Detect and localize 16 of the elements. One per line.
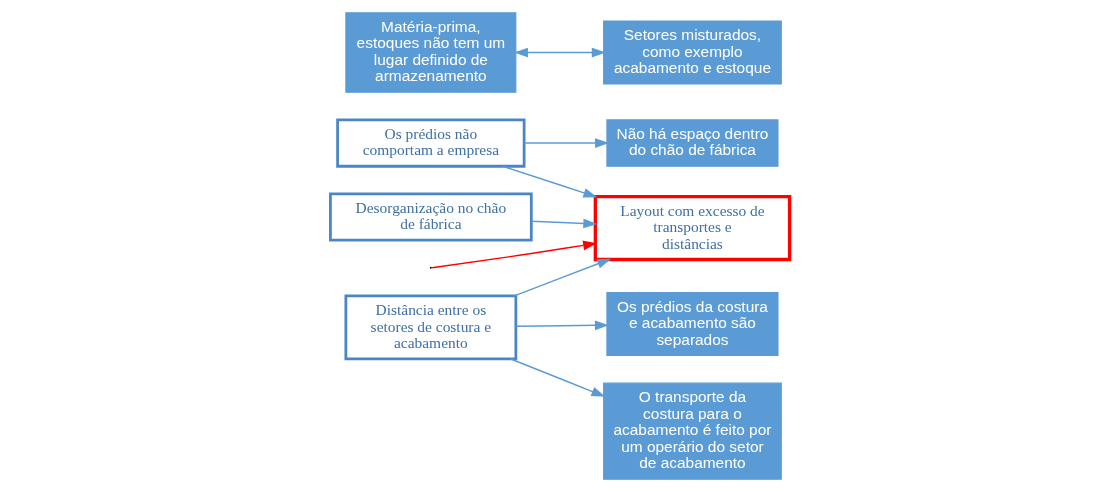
node-box: Distância entre os setores de costura e acabamento bbox=[344, 294, 518, 361]
node-box: Layout com excesso de transportes e distâncias bbox=[593, 194, 792, 262]
arrow bbox=[515, 320, 609, 331]
node-box: O transporte da costura para o acabamento é feito por um operário do setor de acabamento bbox=[603, 382, 782, 480]
node-box: Desorganização no chão de fábrica bbox=[329, 192, 533, 242]
arrow bbox=[523, 138, 609, 148]
arrow bbox=[514, 47, 606, 58]
node-box: Não há espaço dentro do chão de fábrica bbox=[606, 119, 779, 167]
arrow bbox=[510, 358, 606, 397]
node-box: Os prédios não comportam a empresa bbox=[336, 118, 526, 168]
node-box: Os prédios da costura e acabamento são separados bbox=[606, 292, 779, 357]
node-box: Setores misturados, como exemplo acabamento e estoque bbox=[603, 20, 782, 85]
arrow bbox=[513, 258, 612, 297]
arrow bbox=[502, 165, 598, 198]
arrow bbox=[530, 218, 598, 229]
node-box: Matéria-prima, estoques não tem um lugar definido de armazenamento bbox=[345, 12, 517, 93]
